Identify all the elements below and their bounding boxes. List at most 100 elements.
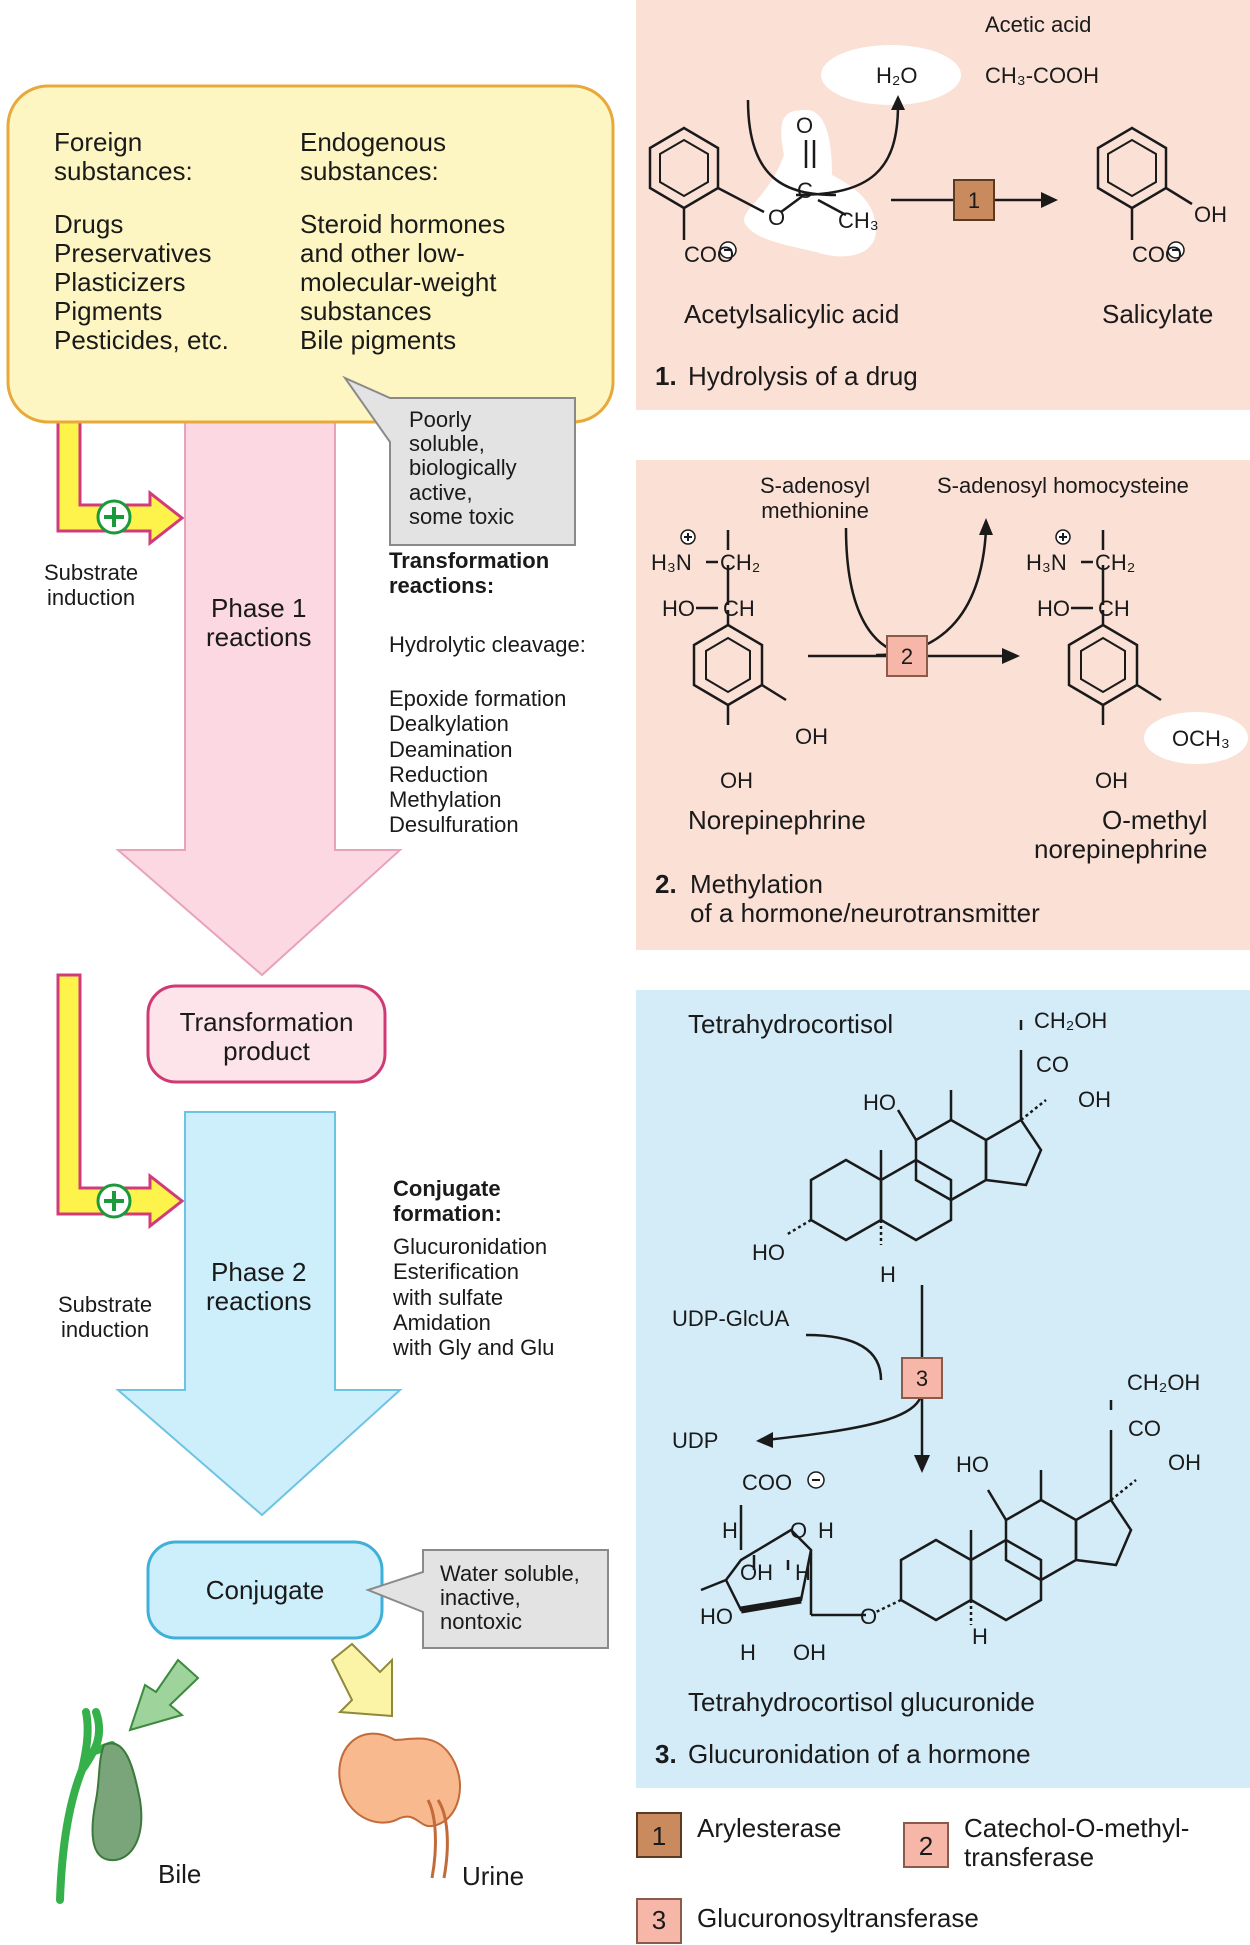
omethyl-ho-label: HO (1037, 596, 1070, 621)
sugar-h-label-3: H (795, 1560, 811, 1585)
enzyme-1-box (953, 179, 995, 221)
coo-label-2: COO (1132, 242, 1183, 267)
omethyl-ch-label: CH (1098, 596, 1130, 621)
h-label-2: H (972, 1624, 988, 1649)
list-item (389, 659, 586, 686)
legend-swatch-3 (636, 1898, 682, 1944)
omethyl-oh-label: OH (1095, 768, 1128, 793)
co-label-2: CO (1128, 1416, 1161, 1441)
legend-swatch-2 (903, 1822, 949, 1868)
sugar-h-label-4: H (740, 1640, 756, 1665)
salicylate-label: Salicylate (1102, 299, 1214, 329)
list-item: Reduction (389, 761, 489, 787)
oh-label-1: OH (1078, 1087, 1111, 1112)
sugar-oh-label-1: OH (740, 1560, 773, 1585)
list-item: Dealkylation (389, 711, 509, 737)
coo-label-1: COO (684, 242, 735, 267)
list-item: Amidation (393, 1309, 491, 1335)
substances-box (6, 84, 615, 424)
transformation-product-box (146, 984, 387, 1084)
ch3cooh-label: CH₃-COOH (985, 63, 1100, 88)
urine-label: Urine (462, 1861, 525, 1891)
legend-label-1: Arylesterase (697, 1813, 842, 1843)
sugar-h-label-1: H (818, 1518, 834, 1543)
transformation-product-label: Transformation product (179, 1007, 354, 1067)
omethyl-norepinephrine-label: O-methyl norepinephrine (1034, 805, 1208, 865)
panel-2-title-number: 2. (655, 869, 677, 899)
sah-label: S-adenosyl homocysteine (937, 473, 1189, 498)
h2o-label: H₂O (876, 63, 918, 88)
panel-2-background (636, 460, 1250, 950)
legend-label-2: Catechol-O-methyl- transferase (964, 1813, 1190, 1873)
carbonyl-o-label: O (796, 113, 814, 138)
sugar-o-label: O (790, 1518, 808, 1543)
bile-arrow (128, 1658, 200, 1732)
panel-1-title-number: 1. (655, 361, 677, 391)
legend-swatch-1 (636, 1812, 682, 1858)
list-item: substances (300, 296, 432, 327)
phase1-label: Phase 1 reactions (206, 593, 312, 653)
omethyl-h3n-label: H₃N (1026, 550, 1067, 575)
callout-bottom-text: Water soluble, inactive, nontoxic (440, 1561, 580, 1635)
list-item: Hydrolytic cleavage: (389, 632, 586, 657)
norepi-ch-label: CH (723, 596, 755, 621)
ch2oh-label-2: CH₂OH (1127, 1370, 1201, 1395)
panel-2-title: Methylation of a hormone/neurotransmitte… (690, 869, 1040, 929)
legend-number-1: 1 (651, 1821, 667, 1851)
phase2-label: Phase 2 reactions (206, 1257, 312, 1317)
list-item: Bile pigments (300, 325, 457, 356)
salicylate-oh-label: OH (1194, 202, 1227, 227)
legend-number-3: 3 (651, 1905, 667, 1935)
udp-label: UDP (672, 1428, 719, 1453)
sam-label: S-adenosyl methionine (760, 473, 871, 524)
conjugate-formation-list: Glucuronidation Esterification with sulf… (393, 1234, 554, 1360)
enzyme-3-number: 3 (915, 1366, 929, 1391)
coo-label-3: COO (742, 1470, 793, 1495)
acetylsalicylic-acid-label: Acetylsalicylic acid (684, 299, 900, 329)
omethyl-ch2-label: CH₂ (1095, 550, 1136, 575)
ho-label-1: HO (863, 1090, 896, 1115)
enzyme-1-number: 1 (967, 188, 981, 213)
transformation-reactions-title: Transformation reactions: (389, 548, 550, 599)
h-label-1: H (880, 1262, 896, 1287)
ho-label-3: HO (956, 1452, 989, 1477)
panel-1-structures (648, 45, 1193, 259)
sugar-h-label-2: H (722, 1518, 738, 1543)
carbonyl-c-label: C (797, 178, 813, 203)
list-item: Deamination (389, 736, 513, 762)
acetic-acid-label: Acetic acid (985, 12, 1092, 37)
callout-top (342, 375, 576, 546)
norepi-oh-3-label: OH (795, 724, 828, 749)
list-item: Pesticides, etc. (54, 325, 229, 356)
list-item: Methylation (389, 787, 502, 813)
acetic-highlight (821, 45, 961, 105)
glycosidic-o-label: O (860, 1604, 878, 1629)
substrate-induction-label-2: Substrate induction (58, 1292, 153, 1343)
list-item: Drugs (54, 209, 124, 239)
list-item: Desulfuration (389, 812, 519, 838)
panel-2-structures (680, 518, 1248, 764)
list-item: Pigments (54, 296, 163, 327)
legend-label-3: Glucuronosyltransferase (697, 1903, 979, 1933)
norepi-oh-4-label: OH (720, 768, 753, 793)
list-item: Epoxide formation (389, 686, 567, 711)
co-label-1: CO (1036, 1052, 1069, 1077)
endogenous-substances-list: Steroid hormones and other low- molecula… (300, 209, 505, 356)
panel-3-title-number: 3. (655, 1739, 677, 1769)
callout-bottom (365, 1549, 609, 1649)
urine-arrow (330, 1642, 393, 1718)
list-item: with sulfate (393, 1284, 504, 1310)
norepi-ho-label: HO (662, 596, 695, 621)
och3-label: OCH₃ (1172, 726, 1230, 751)
enzyme-3-box (901, 1357, 943, 1399)
ch2oh-label-1: CH₂OH (1034, 1008, 1108, 1033)
endogenous-substances-header: Endogenous substances: (300, 127, 447, 187)
conjugate-formation-title: Conjugate formation: (393, 1176, 502, 1227)
phase2-arrow (115, 1111, 403, 1517)
norepi-ch2-label: CH₂ (720, 550, 761, 575)
kidney-icon (338, 1732, 461, 1879)
list-item: Glucuronidation (393, 1234, 548, 1259)
list-item: Preservatives (54, 238, 212, 269)
panel-3-structures (700, 1020, 1137, 1625)
tetrahydrocortisol-glucuronide-label: Tetrahydrocortisol glucuronide (688, 1687, 1035, 1717)
